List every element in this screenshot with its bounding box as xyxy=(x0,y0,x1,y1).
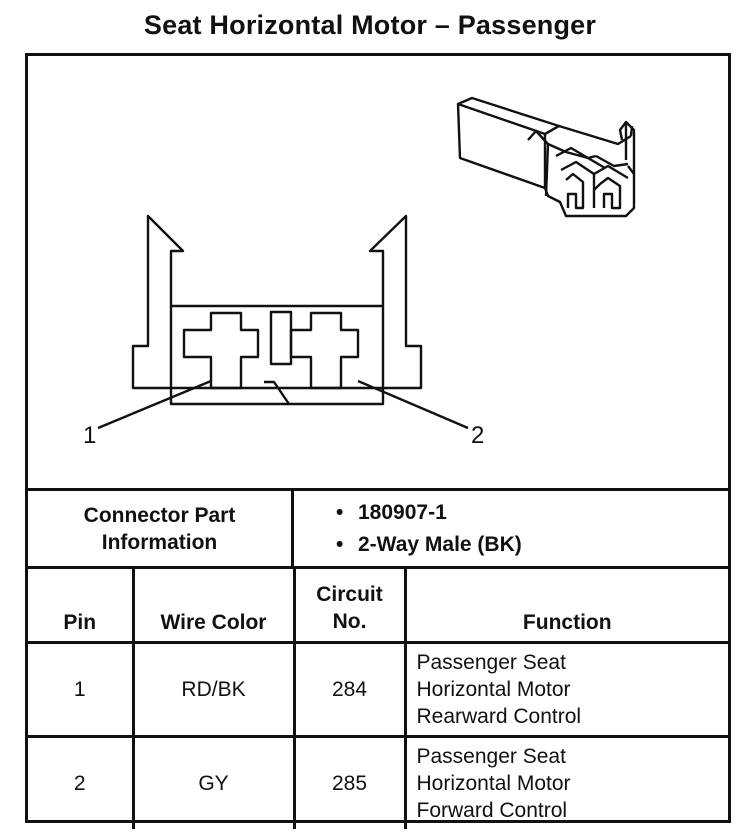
pin-1-callout: 1 xyxy=(83,422,96,449)
connector-info-label-line1: Connector Part xyxy=(83,503,236,527)
connector-info-label-line2: Information xyxy=(101,530,218,554)
connector-info-item: • 2-Way Male (BK) xyxy=(336,533,522,557)
connector-info-item: • 180907-1 xyxy=(336,501,447,525)
connector-sheet: 1 2 Connector Part Information • 180907-1… xyxy=(25,53,731,829)
terminal-2 xyxy=(289,311,360,390)
function-line: Passenger Seat xyxy=(416,651,566,674)
cell-pin: 2 xyxy=(28,735,135,829)
header-circuit-line1: Circuit xyxy=(316,583,383,606)
page-title: Seat Horizontal Motor – Passenger xyxy=(143,10,597,40)
connector-info-label: Connector Part Information xyxy=(28,491,294,566)
pin-2-callout: 2 xyxy=(471,422,484,449)
connector-face-outline xyxy=(131,214,423,390)
table-header-row: Pin Wire Color Circuit No. Function xyxy=(28,566,728,644)
connector-iso-view xyxy=(456,96,636,218)
cell-function: Passenger Seat Horizontal Motor Forward … xyxy=(403,735,728,829)
header-circuit-line2: No. xyxy=(332,610,367,633)
header-pin: Pin xyxy=(28,566,135,644)
polarization-notch xyxy=(264,380,290,405)
terminal-1 xyxy=(182,311,260,390)
function-line: Passenger Seat xyxy=(416,745,566,768)
cell-wire-color: RD/BK xyxy=(131,641,296,738)
bullet-icon: • xyxy=(336,501,344,524)
header-function: Function xyxy=(403,566,728,644)
connector-drawing: 1 2 xyxy=(83,96,636,449)
header-wire-color: Wire Color xyxy=(131,566,296,644)
cell-function: Passenger Seat Horizontal Motor Rearward… xyxy=(403,641,728,738)
cell-circuit: 285 xyxy=(292,735,407,829)
center-key xyxy=(269,310,293,366)
connector-diagram: 1 2 xyxy=(28,56,728,488)
function-line: Horizontal Motor xyxy=(416,678,571,701)
cell-wire-color: GY xyxy=(131,735,296,829)
connector-info-values: • 180907-1 • 2-Way Male (BK) xyxy=(294,491,728,566)
leader-line-2 xyxy=(357,379,469,430)
cell-pin: 1 xyxy=(28,641,135,738)
part-number: 180907-1 xyxy=(358,501,447,524)
pinout-table: Pin Wire Color Circuit No. Function 1 RD… xyxy=(28,566,728,829)
leader-line-1 xyxy=(97,379,212,430)
header-circuit-no: Circuit No. xyxy=(292,566,407,644)
table-row: 1 RD/BK 284 Passenger Seat Horizontal Mo… xyxy=(28,641,728,738)
connector-face-cavity xyxy=(169,306,385,406)
connector-part-info: Connector Part Information • 180907-1 • 2-… xyxy=(28,488,728,566)
function-line: Forward Control xyxy=(416,799,568,822)
cell-circuit: 284 xyxy=(292,641,407,738)
function-line: Horizontal Motor xyxy=(416,772,571,795)
table-row: 2 GY 285 Passenger Seat Horizontal Motor… xyxy=(28,735,728,829)
bullet-icon: • xyxy=(336,533,344,556)
connector-type: 2-Way Male (BK) xyxy=(358,533,522,556)
function-line: Rearward Control xyxy=(416,705,582,728)
